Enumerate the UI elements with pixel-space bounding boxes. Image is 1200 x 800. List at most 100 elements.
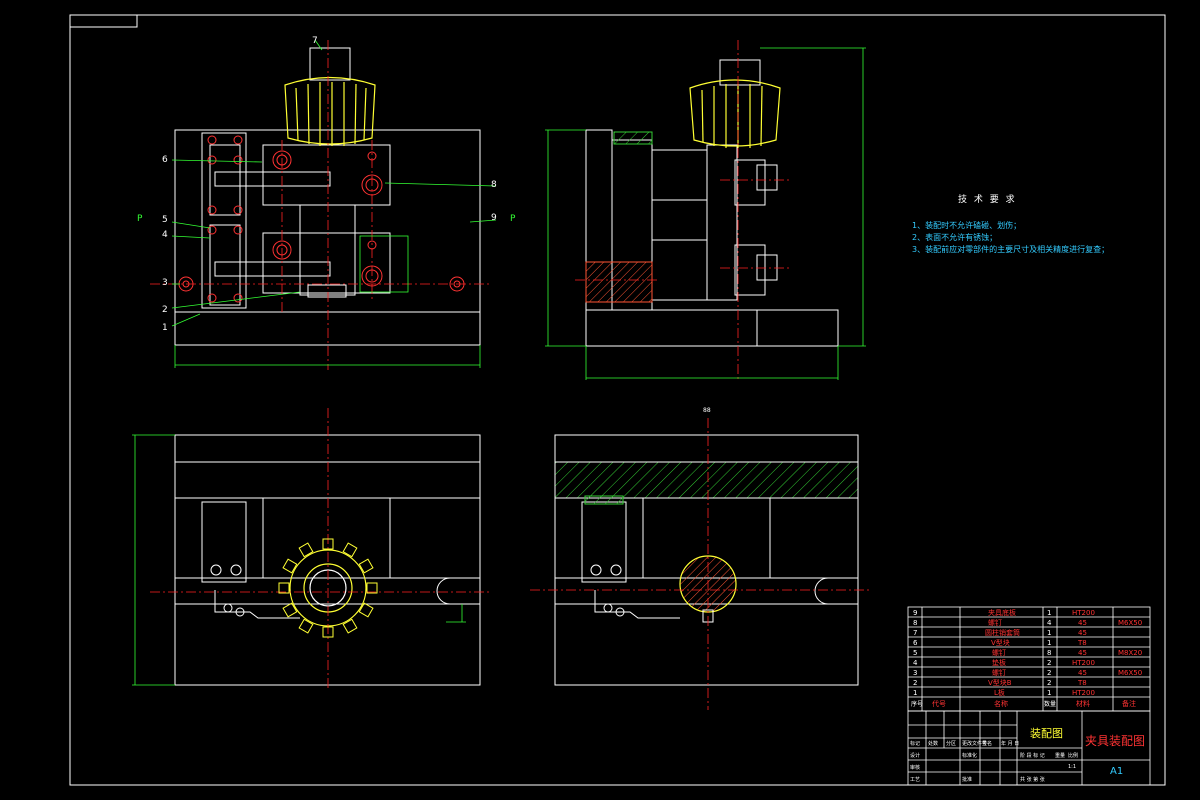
svg-text:7: 7 xyxy=(913,629,917,637)
side-hatch-top xyxy=(613,131,653,145)
svg-text:设计: 设计 xyxy=(910,752,920,759)
svg-text:分区: 分区 xyxy=(946,740,956,747)
bom-row: 4 垫板 2 HT200 xyxy=(913,658,1095,667)
callout-labels: 7 6 8 5 4 3 2 1 9 P P xyxy=(137,36,516,333)
callout-1: 1 xyxy=(162,323,168,333)
svg-text:标记: 标记 xyxy=(910,740,920,747)
tech-requirement-item: 3、装配前应对零部件的主要尺寸及相关精度进行复查； xyxy=(912,245,1110,254)
svg-text:螺钉: 螺钉 xyxy=(992,648,1006,657)
sheet-corner-box xyxy=(69,14,138,28)
svg-text:更改文件号: 更改文件号 xyxy=(962,740,987,747)
svg-text:代号: 代号 xyxy=(932,699,946,708)
gear-tooth xyxy=(298,542,314,558)
svg-text:2: 2 xyxy=(1047,679,1051,687)
callout-7: 7 xyxy=(312,36,318,46)
svg-text:圆柱销套筒: 圆柱销套筒 xyxy=(985,628,1020,637)
svg-text:HT200: HT200 xyxy=(1072,689,1095,697)
gear-tooth xyxy=(322,626,334,638)
svg-text:标准化: 标准化 xyxy=(962,752,977,759)
callout-4: 4 xyxy=(162,230,168,240)
title-block-label: 装配图 xyxy=(1030,727,1063,740)
svg-text:1: 1 xyxy=(1047,639,1051,647)
svg-text:签名: 签名 xyxy=(982,740,992,747)
bom-row: 2 V型块B 2 T8 xyxy=(913,678,1087,687)
svg-text:年 月 日: 年 月 日 xyxy=(1001,740,1019,747)
tech-requirement-item: 2、表面不允许有锈蚀； xyxy=(912,233,998,242)
svg-text:2: 2 xyxy=(1047,659,1051,667)
gear-tooth xyxy=(278,582,290,594)
gear-tooth xyxy=(298,618,314,634)
gear-tooth xyxy=(342,618,358,634)
callout-3: 3 xyxy=(162,278,168,288)
top-view-right-hatch2 xyxy=(584,495,624,505)
tech-requirements: 技 术 要 求 1、装配时不允许磕碰、划伤； 2、表面不允许有锈蚀； 3、装配前… xyxy=(912,194,1162,256)
svg-text:45: 45 xyxy=(1078,619,1087,627)
svg-text:T8: T8 xyxy=(1077,679,1087,687)
svg-text:材料: 材料 xyxy=(1076,699,1090,708)
svg-text:45: 45 xyxy=(1078,649,1087,657)
svg-text:2: 2 xyxy=(1047,669,1051,677)
bom-row: 6 V型块 1 T8 xyxy=(913,638,1087,647)
svg-text:8: 8 xyxy=(913,619,917,627)
svg-text:T8: T8 xyxy=(1077,639,1087,647)
svg-text:螺钉: 螺钉 xyxy=(988,618,1002,627)
svg-text:M6X50: M6X50 xyxy=(1118,619,1142,627)
centerlines-front xyxy=(150,40,490,370)
svg-text:4: 4 xyxy=(1047,619,1052,627)
svg-text:审核: 审核 xyxy=(910,764,920,771)
holes-top-left xyxy=(210,564,245,617)
svg-text:M6X50: M6X50 xyxy=(1118,669,1142,677)
gear-tooth xyxy=(358,602,374,618)
tech-requirements-title: 技 术 要 求 xyxy=(958,195,1017,205)
leaders xyxy=(171,39,497,368)
svg-text:共 张 第 张: 共 张 第 张 xyxy=(1020,776,1045,783)
gear-tooth xyxy=(282,558,298,574)
svg-text:1: 1 xyxy=(1047,689,1051,697)
svg-text:V型块: V型块 xyxy=(991,638,1010,647)
gear-teeth xyxy=(278,538,378,638)
dims-top-left xyxy=(132,434,466,686)
gear-tooth xyxy=(366,582,378,594)
bom-table-grid xyxy=(907,606,1151,786)
svg-text:9: 9 xyxy=(913,609,917,617)
gear-tooth xyxy=(342,542,358,558)
bom-row: 8 螺钉 4 45 M6X50 xyxy=(913,618,1142,627)
bom-rows: 9 夹具底板 1 HT200 8 螺钉 4 45 M6X50 7 圆柱销套筒 1… xyxy=(911,608,1142,708)
svg-text:2: 2 xyxy=(913,679,917,687)
svg-text:比例: 比例 xyxy=(1068,752,1078,759)
bom-row: 3 螺钉 2 45 M6X50 xyxy=(913,668,1142,677)
svg-text:45: 45 xyxy=(1078,629,1087,637)
svg-text:垫板: 垫板 xyxy=(992,658,1006,667)
sheet-size: A1 xyxy=(1110,766,1123,777)
svg-text:3: 3 xyxy=(913,669,917,677)
section-mark-right: P xyxy=(510,214,516,224)
svg-text:4: 4 xyxy=(913,659,918,667)
svg-text:8: 8 xyxy=(1047,649,1051,657)
svg-text:1:1: 1:1 xyxy=(1068,764,1076,770)
svg-text:V型块B: V型块B xyxy=(988,678,1012,687)
top-view-right-hatch xyxy=(554,461,859,499)
front-view xyxy=(174,47,481,346)
svg-text:名称: 名称 xyxy=(994,699,1008,708)
top-view-left xyxy=(174,434,481,686)
svg-text:M8X20: M8X20 xyxy=(1118,649,1142,657)
svg-text:重量: 重量 xyxy=(1055,752,1065,759)
bom-header: 序号 代号 名称 数量 材料 备注 xyxy=(911,699,1136,708)
svg-text:L板: L板 xyxy=(994,688,1005,697)
svg-text:夹具底板: 夹具底板 xyxy=(988,608,1016,617)
gear-tooth xyxy=(282,602,298,618)
side-hatch-bolt xyxy=(585,261,653,303)
svg-text:批准: 批准 xyxy=(962,776,972,783)
callout-8: 8 xyxy=(491,180,497,190)
gear-tooth xyxy=(358,558,374,574)
gear-tooth xyxy=(322,538,334,550)
section-mark-left: P xyxy=(137,214,143,224)
title-block: 装配图 夹具装配图 A1 标记 处数 分区 更改文件号 签名 年 月 日 设计 … xyxy=(910,727,1145,783)
drawing-title: 夹具装配图 xyxy=(1085,734,1145,748)
centerlines-side xyxy=(575,40,790,380)
knob-side xyxy=(689,79,781,148)
svg-text:序号: 序号 xyxy=(911,700,923,708)
svg-text:HT200: HT200 xyxy=(1072,609,1095,617)
bom-row: 7 圆柱销套筒 1 45 xyxy=(913,628,1087,637)
